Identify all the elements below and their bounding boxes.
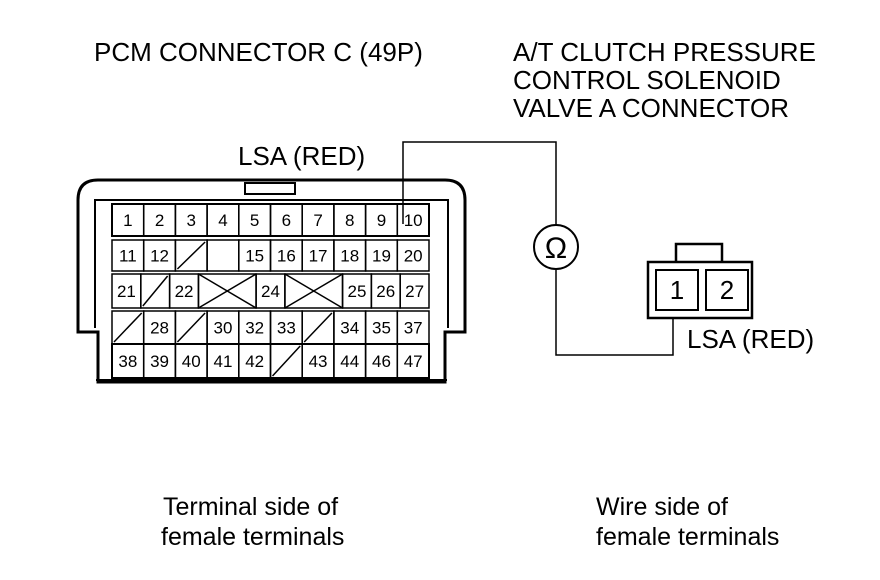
- pcm-cavity-cell: [206, 239, 240, 272]
- pcm-cavity-cell: [396, 239, 430, 272]
- pcm-pin-number: 17: [309, 247, 328, 266]
- pcm-pin-number: 43: [309, 352, 328, 371]
- pcm-connector-outer-shell: [76, 178, 467, 384]
- pcm-pin-number: 47: [404, 352, 423, 371]
- meter-circuit: [402, 141, 674, 356]
- pcm-pin-number: 21: [117, 282, 136, 301]
- solenoid-wire-label: LSA (RED): [687, 324, 815, 354]
- pcm-empty-cavity-mark: [176, 241, 206, 270]
- pcm-pin-number: 22: [175, 282, 194, 301]
- solenoid-pin-1: 1: [670, 275, 684, 305]
- caption-terminal-side-line-2: female terminals: [161, 523, 345, 551]
- pcm-connector-title: PCM CONNECTOR C (49P): [94, 37, 423, 67]
- pcm-pin-number: 28: [150, 319, 169, 338]
- solenoid-pin-2: 2: [720, 275, 734, 305]
- pcm-pin-number: 12: [150, 247, 169, 266]
- pcm-connector-lock-tab: [244, 182, 296, 195]
- pcm-pin-number: 7: [313, 211, 322, 230]
- pcm-pin-number: 3: [187, 211, 196, 230]
- pcm-pin-number: 38: [118, 352, 137, 371]
- pcm-pin-number: 26: [376, 282, 395, 301]
- pcm-pin-number: 19: [372, 247, 391, 266]
- pcm-empty-cavity-mark: [142, 275, 169, 307]
- pcm-connector-inner-shell: [94, 199, 449, 328]
- solenoid-pin-cell-2: [705, 269, 749, 311]
- pcm-pin-number: 30: [213, 319, 232, 338]
- pcm-pin-number: 32: [245, 319, 264, 338]
- pcm-pin-number: 46: [372, 352, 391, 371]
- pcm-cavity-cell: [396, 343, 430, 379]
- pcm-empty-cavity-mark: [271, 345, 301, 377]
- solenoid-pin-cell-1: [655, 269, 699, 311]
- pcm-pin-number: 4: [218, 211, 227, 230]
- pcm-blocked-cavity-mark: [284, 273, 343, 309]
- pcm-pin-number: 39: [150, 352, 169, 371]
- pcm-pin-number: 25: [347, 282, 366, 301]
- pcm-pin-number: 24: [261, 282, 280, 301]
- pcm-pin-number: 20: [404, 247, 423, 266]
- caption-wire-side-line-2: female terminals: [596, 523, 780, 551]
- pcm-pin-number: 9: [377, 211, 386, 230]
- caption-wire-side-line-1: Wire side of: [596, 493, 728, 521]
- ohm-symbol: Ω: [545, 232, 567, 265]
- pcm-pin-number: 8: [345, 211, 354, 230]
- pcm-pin-number: 6: [282, 211, 291, 230]
- pcm-pin-number: 34: [340, 319, 359, 338]
- pcm-empty-cavity-mark: [113, 312, 143, 343]
- pcm-pin-number: 33: [277, 319, 296, 338]
- pcm-pin-number: 40: [182, 352, 201, 371]
- pcm-pin-number: 16: [277, 247, 296, 266]
- solenoid-title-line-1: A/T CLUTCH PRESSURE: [513, 37, 816, 67]
- caption-terminal-side-line-1: Terminal side of: [163, 493, 339, 521]
- pcm-pin-number: 18: [340, 247, 359, 266]
- ohmmeter-icon: [533, 224, 579, 270]
- pcm-pin-number: 15: [245, 247, 264, 266]
- solenoid-connector-latch: [674, 242, 724, 265]
- pcm-pin-number: 37: [404, 319, 423, 338]
- probe-wire-pcm: [402, 141, 557, 225]
- pcm-pin-number: 11: [119, 247, 137, 266]
- pcm-pin-number: 27: [405, 282, 424, 301]
- pcm-empty-cavity-mark: [303, 312, 333, 343]
- solenoid-connector: [646, 242, 754, 320]
- pcm-pin-number: 5: [250, 211, 259, 230]
- probe-wire-solenoid: [555, 270, 674, 356]
- pcm-pin-number: 41: [213, 352, 232, 371]
- pcm-cavity-cell: [399, 273, 430, 309]
- pcm-empty-cavity-mark: [176, 312, 206, 343]
- pcm-blocked-cavity-mark: [198, 273, 257, 309]
- pcm-pin-number: 1: [123, 211, 132, 230]
- pcm-pin-number: 44: [340, 352, 359, 371]
- solenoid-title-line-3: VALVE A CONNECTOR: [513, 93, 789, 123]
- pcm-cavity-cell: [396, 203, 430, 237]
- pcm-wire-label: LSA (RED): [238, 141, 366, 171]
- solenoid-title-line-2: CONTROL SOLENOID: [513, 65, 781, 95]
- pcm-pin-number: 2: [155, 211, 164, 230]
- pcm-pin-number: 10: [404, 211, 423, 230]
- pcm-pin-number: 35: [372, 319, 391, 338]
- pcm-pin-number: 42: [245, 352, 264, 371]
